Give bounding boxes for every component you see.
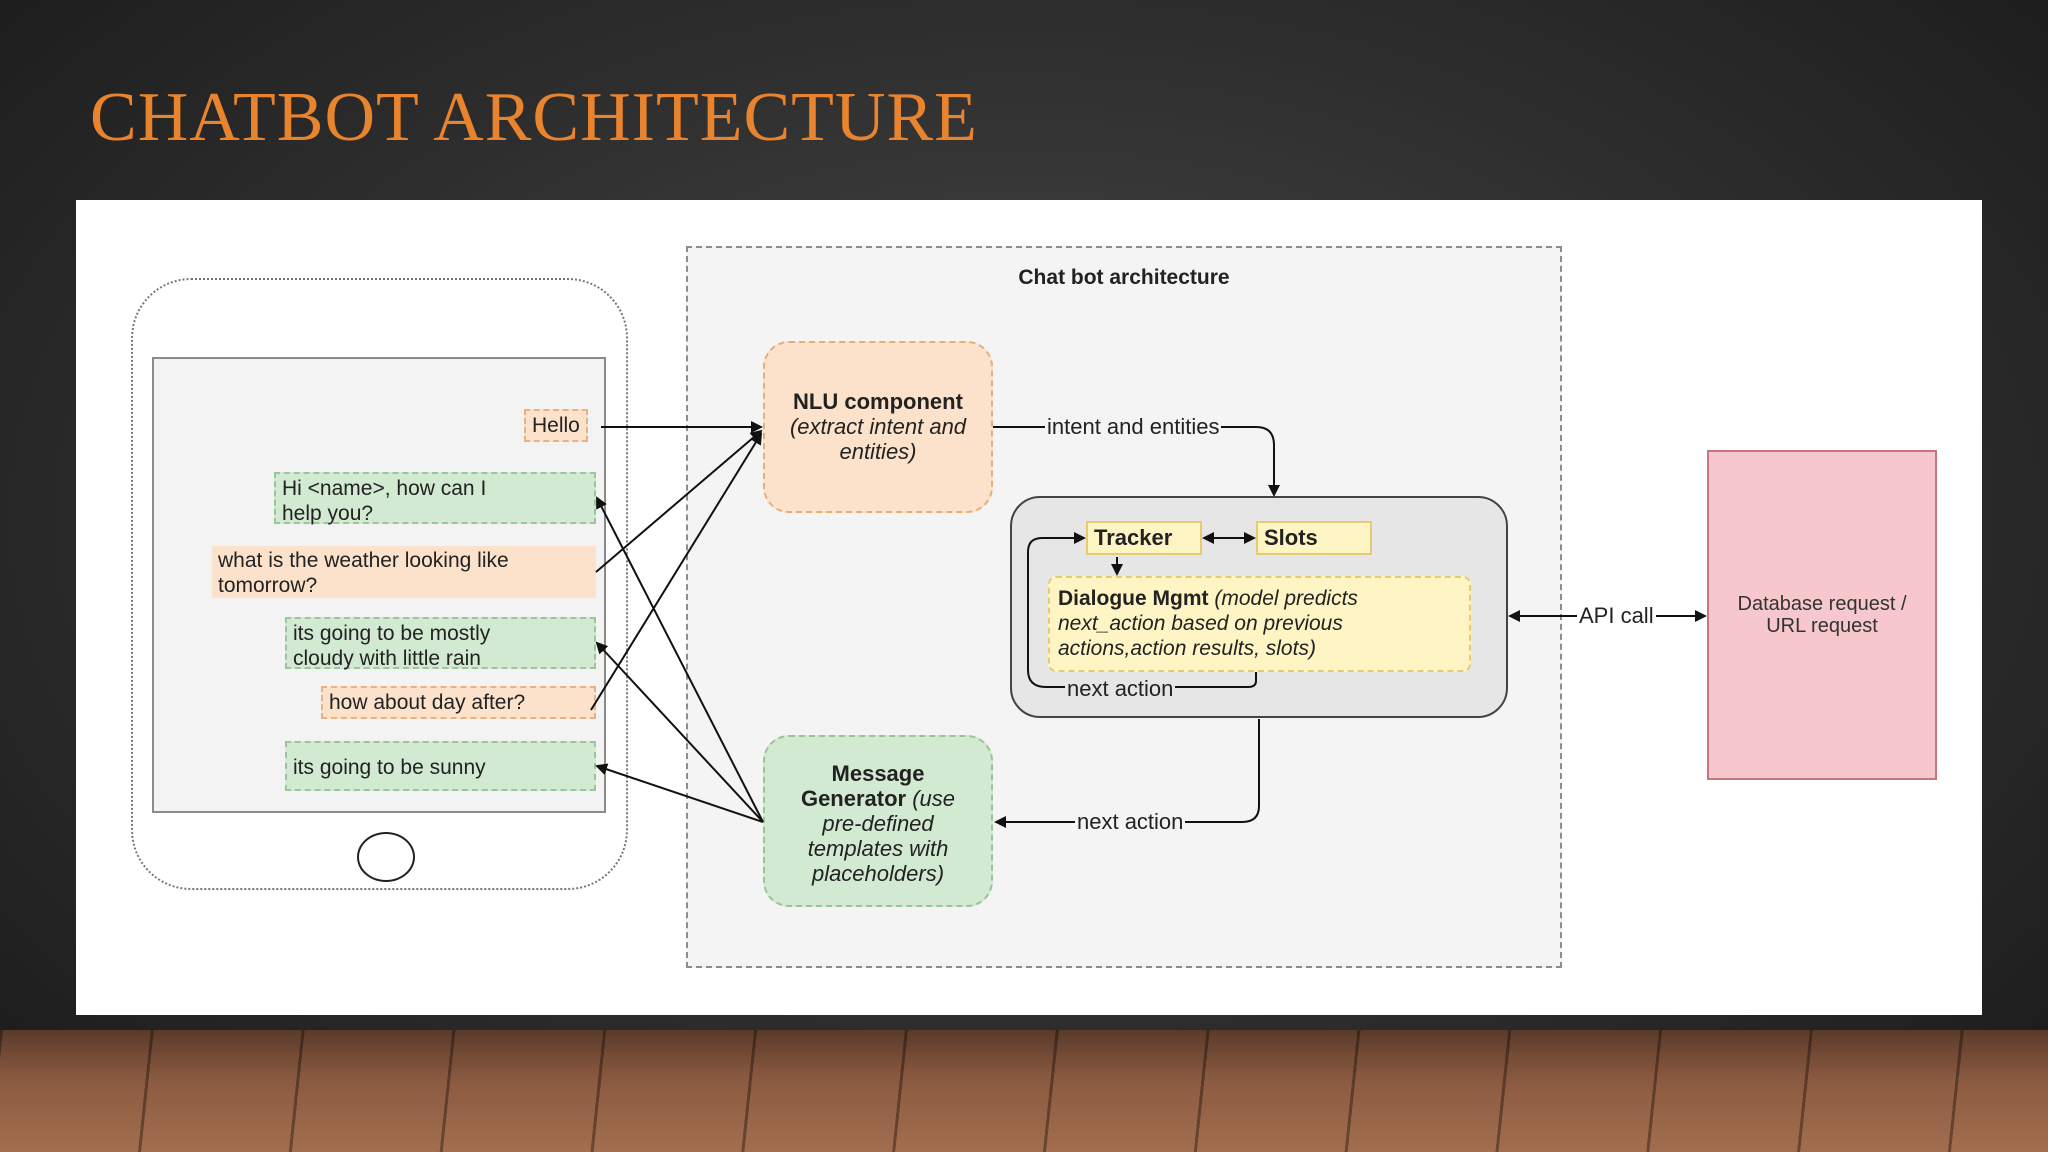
chat-message-bot-sunny: its going to be sunny	[285, 741, 596, 791]
diagram-connectors	[590, 421, 1707, 828]
chat-message-line: cloudy with little rain	[293, 647, 481, 670]
database-label-line: Database request /	[1737, 593, 1907, 615]
message-generator-node: Message Generator (use pre-defined templ…	[763, 735, 993, 907]
arrow-dialogue-to-generator	[994, 719, 1260, 828]
message-generator-title-line: Message	[831, 761, 925, 786]
tracker-node: Tracker	[1086, 521, 1202, 555]
chat-message-user-day-after: how about day after?	[321, 686, 596, 719]
slide-title: CHATBOT ARCHITECTURE	[90, 79, 978, 156]
chat-message-user-hello: Hello	[524, 409, 588, 442]
chat-message-line: help you?	[282, 502, 374, 525]
arrow-nlu-to-dialogue	[993, 426, 1280, 497]
nlu-description-line: entities)	[839, 439, 917, 464]
arrow-generator-to-cloudy	[595, 641, 764, 823]
chat-message-line: its going to be mostly	[293, 622, 491, 645]
dialogue-mgmt-line: Dialogue Mgmt (model predicts	[1058, 587, 1358, 610]
chat-message-line: Hi <name>, how can I	[282, 477, 487, 500]
phone-home-button	[357, 832, 415, 882]
message-generator-title-line: Generator (use	[800, 786, 956, 811]
edge-label-intent-entities: intent and entities	[1045, 414, 1222, 440]
diagram-panel: Chat bot architecture Hello Hi <name>, h…	[76, 200, 1982, 1015]
message-generator-description-line: placeholders)	[811, 861, 945, 886]
nlu-title: NLU component	[793, 389, 963, 414]
slots-node: Slots	[1256, 521, 1372, 555]
edge-label-next-action-out: next action	[1075, 809, 1186, 835]
chat-message-line: tomorrow?	[218, 574, 318, 597]
architecture-frame-title: Chat bot architecture	[1018, 266, 1230, 289]
dialogue-mgmt-line: actions,action results, slots)	[1058, 637, 1316, 660]
arrow-day-after-to-nlu	[590, 432, 763, 711]
arrow-generator-to-greeting	[596, 496, 764, 823]
message-generator-description-line: templates with	[807, 836, 949, 861]
database-request-node: Database request / URL request	[1707, 450, 1937, 780]
chat-message-line: what is the weather looking like	[218, 549, 509, 572]
dialogue-mgmt-line: next_action based on previous	[1058, 612, 1343, 635]
arrow-generator-to-sunny	[595, 763, 764, 823]
edge-label-api-call: API call	[1577, 603, 1656, 629]
arrow-next-action-loop	[1027, 532, 1257, 688]
wooden-floor	[0, 1030, 2048, 1152]
nlu-component-node: NLU component (extract intent and entiti…	[763, 341, 993, 513]
chat-message-bot-greeting: Hi <name>, how can I help you?	[274, 472, 596, 525]
edge-label-next-action-loop: next action	[1065, 676, 1176, 702]
database-label-line: URL request	[1766, 615, 1878, 637]
chat-message-bot-cloudy: its going to be mostly cloudy with littl…	[285, 617, 596, 670]
dialogue-mgmt-node: Dialogue Mgmt (model predicts next_actio…	[1048, 576, 1471, 672]
nlu-description-line: (extract intent and	[789, 414, 967, 439]
chat-message-user-weather: what is the weather looking like tomorro…	[212, 546, 596, 598]
message-generator-description-line: pre-defined	[822, 811, 934, 836]
arrow-weather-to-nlu	[595, 429, 763, 573]
